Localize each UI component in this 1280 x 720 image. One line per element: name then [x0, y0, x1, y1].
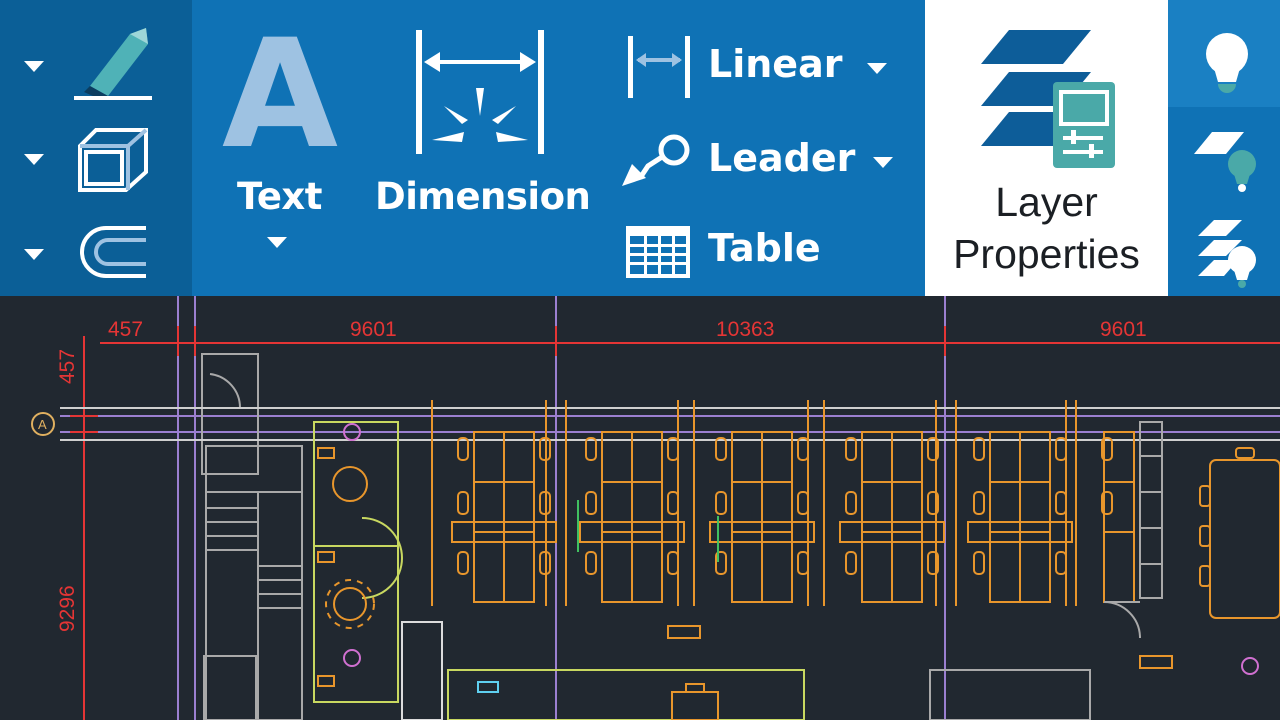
leader-dropdown-arrow[interactable]	[872, 154, 894, 170]
dimension-icon	[414, 30, 546, 160]
table-label: Table	[708, 226, 821, 270]
leader-label: Leader	[708, 136, 856, 180]
table-icon	[624, 224, 692, 284]
green-markers	[577, 500, 719, 562]
sinks	[343, 423, 1259, 675]
layer-properties-label-line2: Properties	[953, 231, 1140, 277]
layer-properties-label-line1: Layer	[995, 179, 1098, 225]
dimension-text-1: 457	[108, 318, 143, 341]
dimension-text-2: 9601	[350, 318, 397, 341]
grid-bubble-label: A	[38, 417, 47, 432]
walls	[60, 353, 1280, 720]
linear-dimension-button[interactable]: Linear	[618, 32, 908, 102]
leader-icon	[618, 130, 692, 196]
layer-isolate-icon[interactable]	[1192, 218, 1262, 288]
partitions	[431, 400, 1077, 606]
lightbulb-icon[interactable]	[1204, 32, 1250, 96]
dimension-tool-label: Dimension	[375, 175, 591, 218]
dimension-text-left-2: 9296	[56, 585, 79, 632]
text-tool-label: Text	[237, 175, 322, 218]
shelving	[1103, 421, 1163, 639]
box-icon[interactable]	[76, 124, 150, 194]
linear-icon	[626, 34, 692, 104]
room-outline	[313, 421, 805, 720]
outlet-marker	[477, 681, 499, 693]
leader-button[interactable]: Leader	[618, 126, 908, 196]
grid-bubble: A	[31, 412, 55, 436]
text-tool-button[interactable]: A Text	[218, 20, 342, 266]
draw-panel	[0, 0, 192, 296]
dimension-text-4: 9601	[1100, 318, 1147, 341]
table-button[interactable]: Table	[618, 216, 908, 286]
draw-dropdown-arrow-1[interactable]	[23, 58, 45, 74]
text-tool-icon: A	[221, 8, 339, 182]
layer-properties-icon	[979, 28, 1119, 174]
top-dimension-line	[100, 326, 1280, 356]
dimension-text-left-1: 457	[56, 349, 79, 384]
text-dropdown-arrow[interactable]	[266, 234, 288, 250]
workstations	[451, 431, 1280, 720]
marker-icon[interactable]	[72, 24, 154, 104]
offset-icon[interactable]	[78, 222, 150, 282]
layer-tools-strip	[1168, 0, 1280, 296]
dimension-tool-button[interactable]: Dimension	[372, 22, 591, 232]
linear-label: Linear	[708, 42, 843, 86]
layer-off-icon[interactable]	[1192, 128, 1262, 192]
draw-dropdown-arrow-3[interactable]	[23, 246, 45, 262]
drawing-canvas[interactable]: 457 9601 10363 9601 457 9296 A	[0, 296, 1280, 720]
room-fixtures	[317, 447, 1173, 687]
linear-dropdown-arrow[interactable]	[866, 60, 888, 76]
draw-dropdown-arrow-2[interactable]	[23, 151, 45, 167]
left-dimension-line	[70, 336, 98, 720]
layer-properties-button[interactable]: Layer Properties	[925, 0, 1168, 296]
ribbon: A Text Dimension	[0, 0, 1280, 296]
dimension-text-3: 10363	[716, 318, 774, 341]
